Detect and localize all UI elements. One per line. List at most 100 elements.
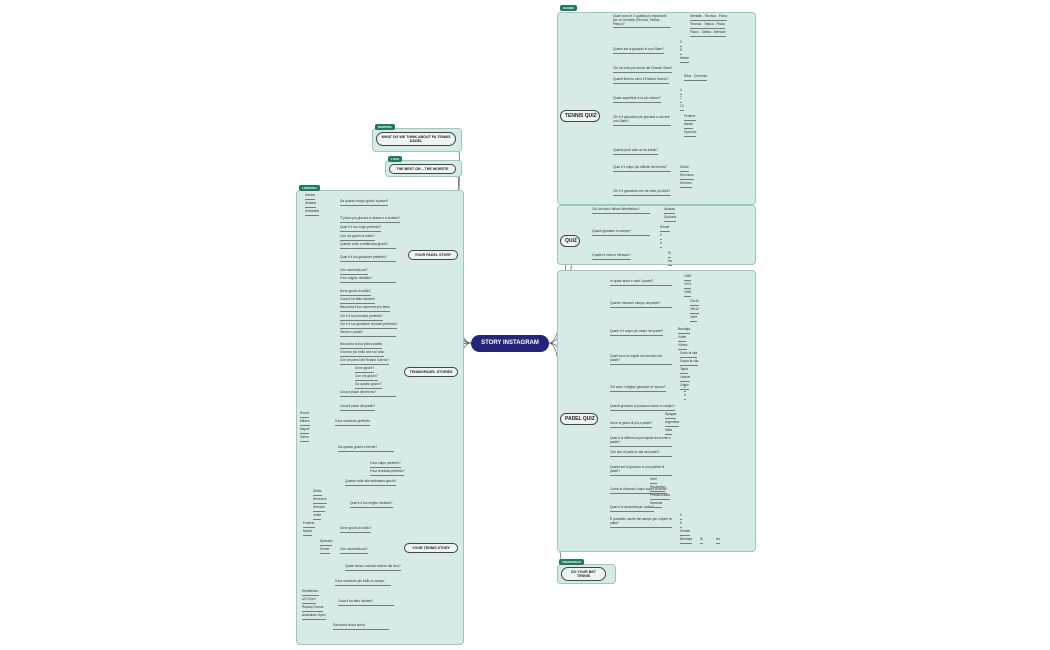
- side-item: Torino: [300, 435, 309, 442]
- list-item: È possibile uscire dal campo per colpire…: [610, 517, 672, 528]
- answer-item: Federer: [684, 114, 696, 121]
- side-item: Servizio: [313, 505, 325, 512]
- list-item: Chi è il tuo giocatore di padel preferit…: [340, 322, 398, 329]
- list-item: Che racchetta usi?: [340, 547, 368, 554]
- answer-item: 1974: [684, 282, 692, 289]
- answer-item: Erba - Cemento: [684, 74, 708, 81]
- answer-item: Alcaraz: [664, 207, 675, 214]
- answer-item: 2: [660, 233, 662, 240]
- answer-item: 3: [680, 40, 682, 47]
- answer-item: No: [668, 259, 673, 266]
- answer-item: Racchetta: [650, 485, 665, 492]
- answer-item: Smash: [680, 529, 691, 536]
- list-item: Con chi giochi?: [355, 374, 378, 381]
- list-item: Qual è la differenza principale tra tenn…: [610, 436, 672, 447]
- list-item: Come si chiama il colpo sopra la testa?: [610, 487, 668, 494]
- answer-item: Tecnica - Tattica - Fisico: [690, 22, 726, 29]
- topic-tennis-padel-stories[interactable]: TENNIS/PADEL STORIES: [404, 367, 458, 377]
- list-item: Il tuo miglior risultato?: [340, 276, 396, 283]
- answer-item: 25x12: [690, 307, 699, 314]
- side-item: Rovescio: [313, 497, 327, 504]
- list-item: Racconta la tua storia: [333, 623, 389, 630]
- list-item: Il torneo più bello che hai visto: [340, 350, 385, 357]
- list-item: Quanto misura il campo da padel?: [610, 301, 672, 308]
- list-item: Il tuo tennista preferito?: [370, 469, 405, 476]
- topic-your-tennis-story[interactable]: YOUR TENNIS STORY: [404, 543, 458, 553]
- side-item: Djokovic: [320, 539, 333, 546]
- side-item: Napoli: [300, 427, 310, 434]
- list-item: Quanti giocatori si possono avere in cam…: [610, 404, 676, 411]
- answer-item: 4: [680, 88, 682, 95]
- side-item: US Open: [302, 597, 316, 604]
- answer-item: 18x9: [690, 315, 698, 322]
- list-item: Tennis o padel?: [340, 330, 396, 337]
- what-think-tag: MARTINA: [375, 124, 395, 130]
- tennis-quiz-panel: [557, 12, 756, 205]
- list-item: Che racchetta usi?: [340, 268, 368, 275]
- answer-item: Bandeja: [680, 537, 693, 544]
- list-item: Quanti titoli ha vinto il Roland Garros?: [613, 77, 669, 84]
- answer-item: Sì: [700, 537, 704, 544]
- topic-padel-quiz[interactable]: PADEL QUIZ: [560, 413, 598, 425]
- topic-do-your-bet[interactable]: DO YOUR BET TENNIS: [561, 567, 606, 581]
- list-item: Che tipo di palla si usa nel padel?: [610, 450, 672, 457]
- list-item: Qual è il tuo giocatore preferito?: [340, 255, 396, 262]
- side-item: Sinner: [320, 547, 330, 554]
- answer-item: 20x10: [690, 299, 699, 306]
- list-item: Con chi giochi di solito?: [340, 234, 375, 241]
- answer-item: No: [716, 537, 721, 544]
- do-your-bet-tag: FRANCESCO: [559, 559, 585, 565]
- topic-your-padel-story[interactable]: YOUR PADEL STORY: [408, 250, 458, 260]
- tennis-quiz-tag: GIANNI: [560, 5, 577, 11]
- side-item: Roma: [300, 411, 309, 418]
- topic-best-worste[interactable]: THE BEST OR... THE WORSTE: [389, 164, 456, 174]
- topic-what-think[interactable]: WHAT DO WE THINK ABOUT PA TENNIS DADEL: [376, 132, 456, 146]
- list-item: Dove giochi?: [355, 366, 375, 373]
- list-item: Quante volte a settimana giochi?: [340, 242, 396, 249]
- side-item: Milano: [300, 419, 310, 426]
- list-item: Qual è la racchetta più usata?: [610, 505, 654, 512]
- answer-item: 4: [660, 241, 662, 248]
- side-item: Destra: [305, 193, 315, 200]
- list-item: Qual è il colpo più difficile del tennis…: [613, 165, 671, 172]
- answer-item: 5: [680, 521, 682, 528]
- answer-item: Rovescio: [680, 173, 694, 180]
- answer-item: 5: [680, 48, 682, 55]
- answer-item: 10: [680, 104, 684, 111]
- list-item: Quanti punti vale un tie-break?: [613, 148, 658, 155]
- list-item: Il tuo colpo preferito?: [370, 461, 401, 468]
- list-item: Da quanto giochi a tennis?: [338, 445, 394, 452]
- answer-item: Nadal: [680, 56, 689, 63]
- answer-item: Sotto la vita: [680, 351, 698, 358]
- answer-item: Sì: [668, 251, 672, 258]
- topic-quiz[interactable]: QUIZ: [560, 235, 580, 247]
- list-item: Quale superficie è la più veloce?: [613, 96, 661, 103]
- center-topic[interactable]: STORY INSTAGRAM: [471, 335, 549, 352]
- answer-item: Fisico - Tattica - Mentale: [690, 30, 726, 37]
- list-item: Chi ha vinto l'ultimo Wimbledon?: [592, 207, 650, 214]
- side-item: Federer: [303, 521, 315, 528]
- answer-item: 1982: [684, 290, 692, 297]
- answer-item: Djokovic: [684, 130, 697, 137]
- padel-quiz-panel: [557, 270, 756, 552]
- answer-item: Italia: [665, 428, 672, 435]
- left-stories-panel: [296, 190, 464, 645]
- list-item: Il tuo momento preferito: [335, 419, 370, 426]
- side-item: Australian Open: [302, 613, 326, 620]
- answer-item: Volée: [678, 335, 687, 342]
- answer-item: Sinner: [660, 225, 670, 232]
- topic-tennis-quiz[interactable]: TENNIS QUIZ: [560, 110, 600, 122]
- side-item: Diritto: [313, 489, 322, 496]
- list-item: Chi è il tuo tennista preferito?: [340, 314, 383, 321]
- list-item: Dove giochi di solito?: [340, 289, 372, 296]
- list-item: Quanti set si giocano in una partita di …: [610, 465, 672, 476]
- answer-item: 4: [684, 393, 686, 400]
- best-worste-tag: LUCA: [388, 156, 403, 162]
- list-item: Chi è il giocatore che ha vinto più tito…: [613, 189, 671, 196]
- answer-item: 2: [684, 385, 686, 392]
- answer-item: Lebrón: [680, 375, 691, 382]
- quiz-panel: [557, 205, 756, 265]
- answer-item: 7: [680, 96, 682, 103]
- answer-item: Diritto: [680, 165, 689, 172]
